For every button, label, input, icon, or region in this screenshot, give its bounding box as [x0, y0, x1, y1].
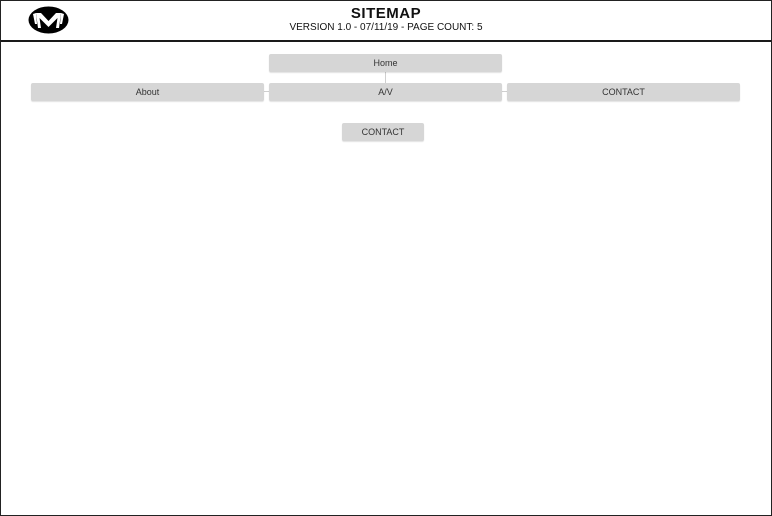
sitemap-node-about[interactable]: About [31, 83, 264, 101]
version-info: VERSION 1.0 - 07/11/19 - PAGE COUNT: 5 [289, 22, 483, 33]
connector-av-to-contact [501, 91, 508, 92]
sitemap-node-contact[interactable]: CONTACT [507, 83, 740, 101]
page-title: SITEMAP [350, 5, 422, 22]
connector-about-to-av [263, 91, 270, 92]
sitemap-header: SITEMAP VERSION 1.0 - 07/11/19 - PAGE CO… [1, 1, 771, 42]
sitemap-node-home[interactable]: Home [269, 54, 502, 72]
connector-home-to-av [385, 72, 386, 83]
sitemap-node-contact-orphan[interactable]: CONTACT [342, 123, 424, 141]
winged-m-logo-icon [28, 6, 69, 34]
sitemap-node-av[interactable]: A/V [269, 83, 502, 101]
